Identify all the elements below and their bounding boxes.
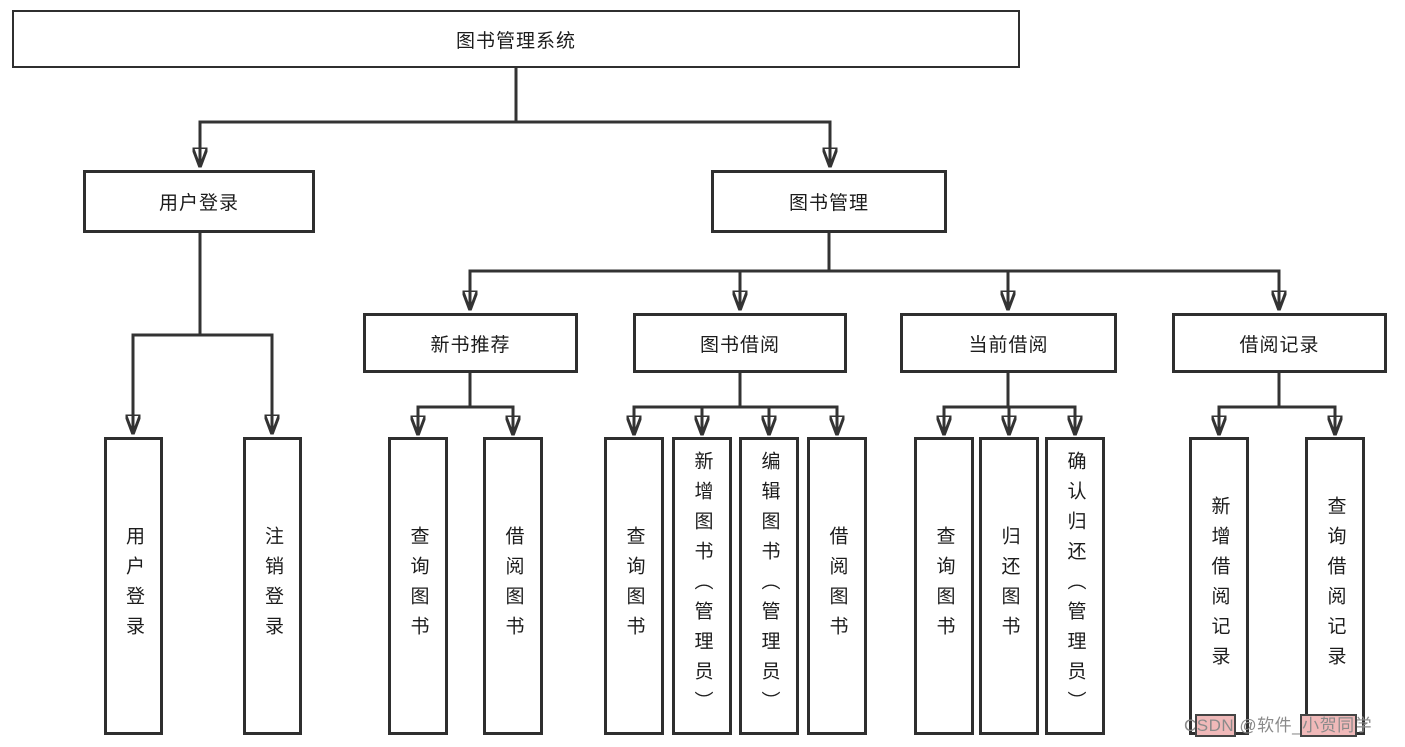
leaf-query-books-recommend: 查询图书 (388, 437, 448, 735)
connector-book-borrow-to-leaves (634, 373, 837, 434)
connector-borrow-records-to-leaves (1219, 373, 1335, 434)
leaf-return-books: 归还图书 (979, 437, 1039, 735)
watermark-segment-highlight: 小贺同 (1300, 714, 1357, 737)
leaf-edit-books-admin: 编辑图书（管理员） (739, 437, 799, 735)
node-book-management: 图书管理 (711, 170, 947, 233)
node-book-borrow: 图书借阅 (633, 313, 847, 373)
connector-book-management-to-level3 (470, 233, 1279, 309)
leaf-query-borrow-record: 查询借阅记录 (1305, 437, 1365, 735)
watermark-segment: @软件_ (1234, 716, 1303, 735)
connector-current-borrow-to-leaves (944, 373, 1075, 434)
watermark-segment: C (1184, 716, 1197, 735)
leaf-confirm-return-admin: 确认归还（管理员） (1045, 437, 1105, 735)
connector-user-login-to-leaves (133, 233, 272, 433)
watermark-segment: 学 (1354, 716, 1373, 735)
leaf-user-login: 用户登录 (104, 437, 163, 735)
leaf-query-books-borrow: 查询图书 (604, 437, 664, 735)
node-current-borrow: 当前借阅 (900, 313, 1117, 373)
leaf-query-books-current: 查询图书 (914, 437, 974, 735)
node-borrow-records: 借阅记录 (1172, 313, 1387, 373)
leaf-borrow-books: 借阅图书 (807, 437, 867, 735)
leaf-borrow-books-recommend: 借阅图书 (483, 437, 543, 735)
watermark-segment-highlight: SDN (1194, 714, 1237, 737)
leaf-add-books-admin: 新增图书（管理员） (672, 437, 732, 735)
connector-root-to-level2 (200, 68, 830, 166)
node-new-book-recommend: 新书推荐 (363, 313, 578, 373)
node-user-login: 用户登录 (83, 170, 315, 233)
leaf-logout: 注销登录 (243, 437, 302, 735)
leaf-add-borrow-record: 新增借阅记录 (1189, 437, 1249, 735)
csdn-watermark: CSDN @软件_小贺同学 (1184, 714, 1372, 738)
connector-new-book-recommend-to-leaves (418, 373, 513, 434)
node-library-management-system: 图书管理系统 (12, 10, 1020, 68)
